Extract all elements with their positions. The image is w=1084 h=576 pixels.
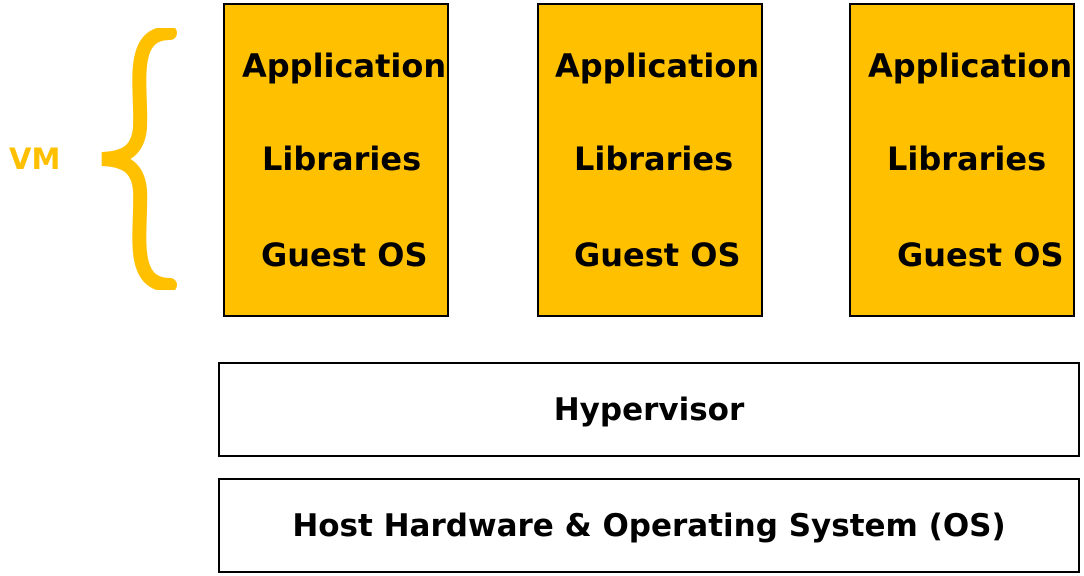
vm-box-1: Application Libraries Guest OS xyxy=(223,3,449,317)
vm-box-3: Application Libraries Guest OS xyxy=(849,3,1075,317)
layer-application: Application xyxy=(242,47,447,85)
layer-libraries: Libraries xyxy=(262,140,422,178)
vm-box-2: Application Libraries Guest OS xyxy=(537,3,763,317)
layer-application: Application xyxy=(555,47,760,85)
layer-application: Application xyxy=(868,47,1073,85)
hypervisor-layer: Hypervisor xyxy=(218,362,1080,457)
layer-guest-os: Guest OS xyxy=(261,236,428,274)
layer-guest-os: Guest OS xyxy=(897,236,1064,274)
host-layer: Host Hardware & Operating System (OS) xyxy=(218,478,1080,573)
layer-guest-os: Guest OS xyxy=(574,236,741,274)
layer-libraries: Libraries xyxy=(887,140,1047,178)
curly-brace-path xyxy=(101,28,177,290)
curly-brace-icon xyxy=(101,28,177,290)
vm-label: VM xyxy=(9,142,61,176)
layer-libraries: Libraries xyxy=(574,140,734,178)
